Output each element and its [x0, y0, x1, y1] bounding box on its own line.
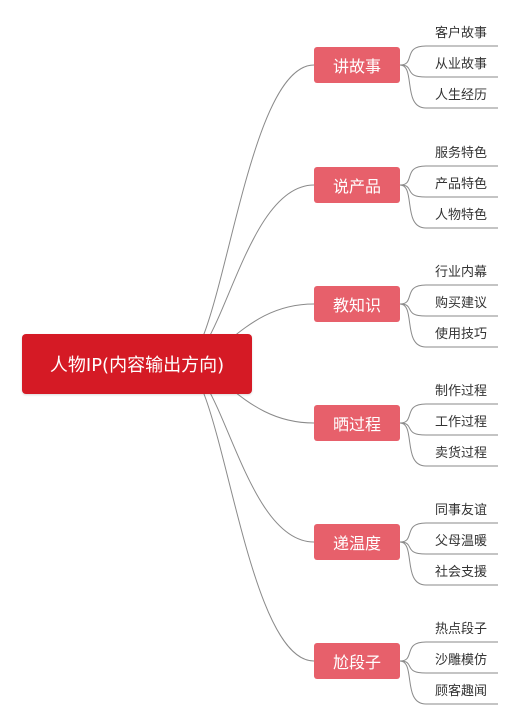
root-label: 人物IP(内容输出方向)	[49, 355, 225, 376]
leaf-label[interactable]: 产品特色	[435, 177, 488, 192]
branch-to-leaf-connector	[399, 641, 498, 662]
branch-to-leaf-connector	[399, 660, 498, 705]
branch-to-leaf-connector	[399, 422, 498, 467]
branch-label: 讲故事	[332, 57, 381, 76]
branch-to-leaf-connector	[399, 660, 498, 674]
leaf-label[interactable]: 沙雕模仿	[435, 653, 488, 668]
leaf-label[interactable]: 服务特色	[435, 146, 488, 161]
leaf-label[interactable]: 人生经历	[435, 88, 488, 103]
leaf-label[interactable]: 父母温暖	[435, 534, 488, 549]
branch-label: 尬段子	[332, 653, 381, 672]
branch-label: 递温度	[332, 534, 381, 553]
branch-to-leaf-connector	[399, 184, 498, 198]
leaf-label[interactable]: 顾客趣闻	[435, 684, 488, 699]
leaf-label[interactable]: 制作过程	[435, 384, 488, 399]
branch-node-process[interactable]: 晒过程	[314, 405, 400, 441]
branch-to-leaf-connector	[399, 522, 498, 543]
leaf-label[interactable]: 行业内幕	[435, 265, 488, 280]
root-to-branch-connector	[181, 64, 315, 365]
branch-to-leaf-connector	[399, 541, 498, 586]
branch-label: 教知识	[332, 296, 381, 315]
leaf-label[interactable]: 热点段子	[435, 622, 488, 637]
leaf-label[interactable]: 工作过程	[435, 415, 488, 430]
leaf-label[interactable]: 卖货过程	[435, 446, 488, 461]
leaf-label[interactable]: 从业故事	[435, 57, 488, 72]
root-node[interactable]: 人物IP(内容输出方向)	[22, 334, 252, 394]
branch-label: 晒过程	[332, 415, 381, 434]
branch-to-leaf-connector	[399, 184, 498, 229]
branch-node-jokes[interactable]: 尬段子	[314, 643, 400, 679]
branch-to-leaf-connector	[399, 422, 498, 436]
leaf-label[interactable]: 购买建议	[435, 296, 488, 311]
branch-label: 说产品	[332, 177, 381, 196]
branch-to-leaf-connector	[399, 541, 498, 555]
root-to-branch-connector	[181, 363, 315, 662]
branch-node-knowledge[interactable]: 教知识	[314, 286, 400, 322]
branch-to-leaf-connector	[399, 165, 498, 186]
branch-to-leaf-connector	[399, 284, 498, 305]
branch-node-products[interactable]: 说产品	[314, 167, 400, 203]
leaf-label[interactable]: 同事友谊	[435, 503, 488, 518]
leaf-label[interactable]: 人物特色	[435, 208, 488, 223]
leaf-label[interactable]: 社会支援	[435, 565, 488, 580]
branch-to-leaf-connector	[399, 403, 498, 424]
leaf-label[interactable]: 使用技巧	[435, 327, 488, 342]
leaf-label[interactable]: 客户故事	[435, 26, 488, 41]
branch-node-storytelling[interactable]: 讲故事	[314, 47, 400, 83]
branch-to-leaf-connector	[399, 303, 498, 348]
branch-node-warmth[interactable]: 递温度	[314, 524, 400, 560]
branch-to-leaf-connector	[399, 303, 498, 317]
branch-to-leaf-connector	[399, 64, 498, 109]
branch-to-leaf-connector	[399, 45, 498, 66]
branch-to-leaf-connector	[399, 64, 498, 78]
